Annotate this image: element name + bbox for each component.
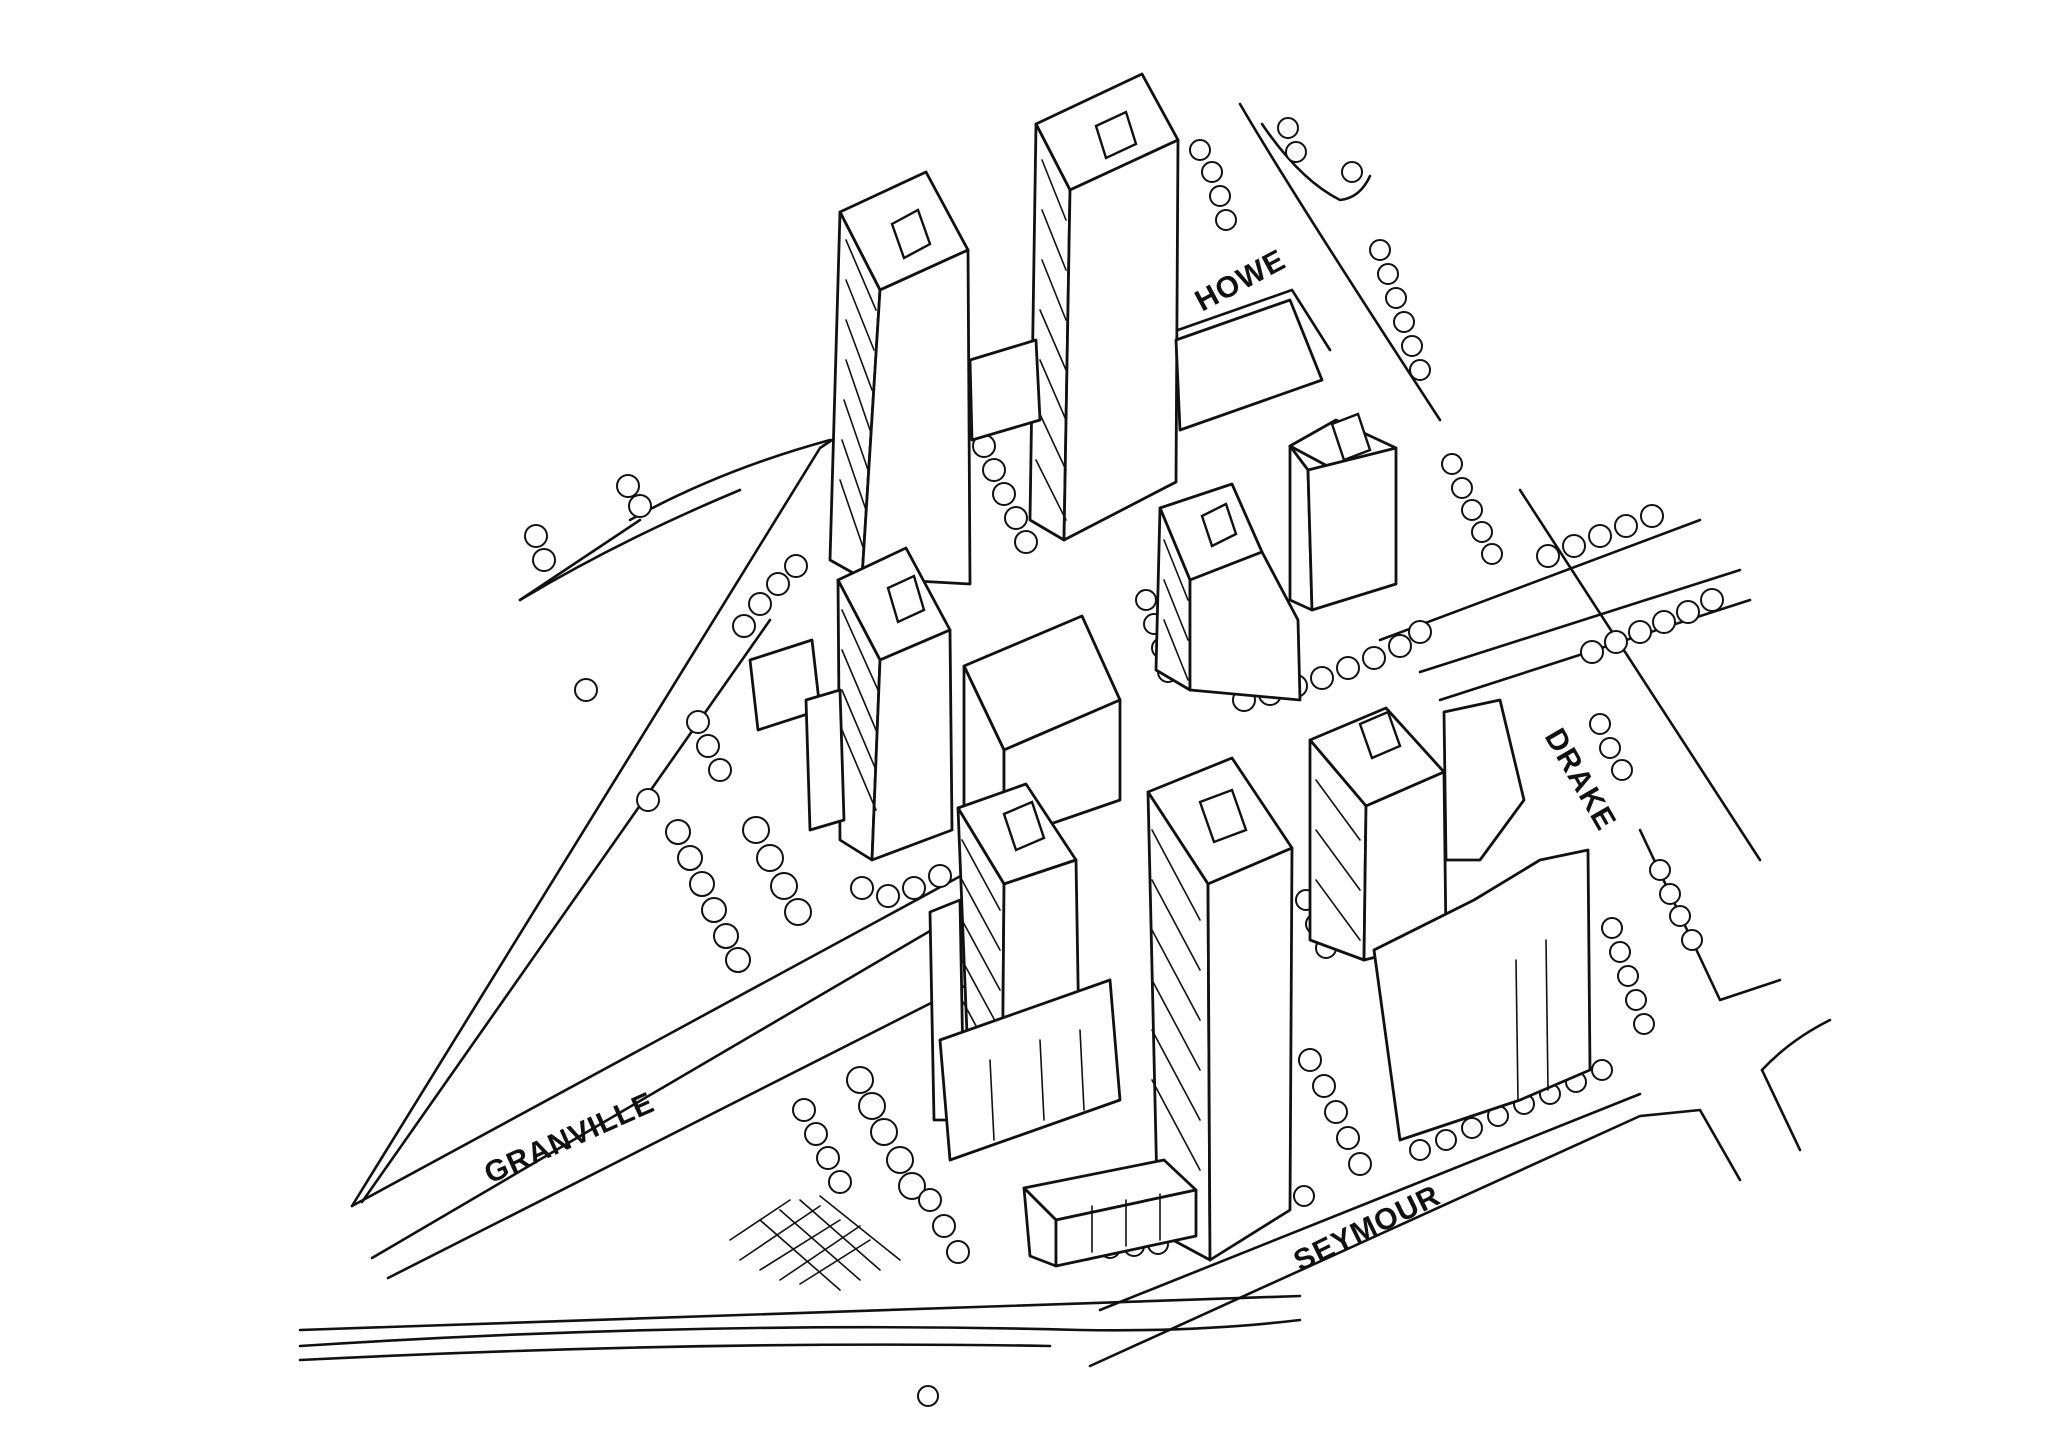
- tower-mid-right: [1154, 482, 1302, 702]
- buildings: [748, 72, 1592, 1268]
- tower-upper-right: [1028, 72, 1180, 542]
- road-network: [298, 102, 1832, 1368]
- building-curved: [1372, 848, 1592, 1142]
- tower-right-slender: [1288, 412, 1398, 612]
- tower-upper-left: [828, 170, 972, 586]
- street-label-granville: GRANVILLE: [479, 1086, 659, 1190]
- tower-lower-right: [1308, 698, 1526, 962]
- tower-lower-tall: [1146, 756, 1294, 1262]
- podium-lower: [1022, 1158, 1198, 1268]
- tower-mid-left: [748, 546, 954, 862]
